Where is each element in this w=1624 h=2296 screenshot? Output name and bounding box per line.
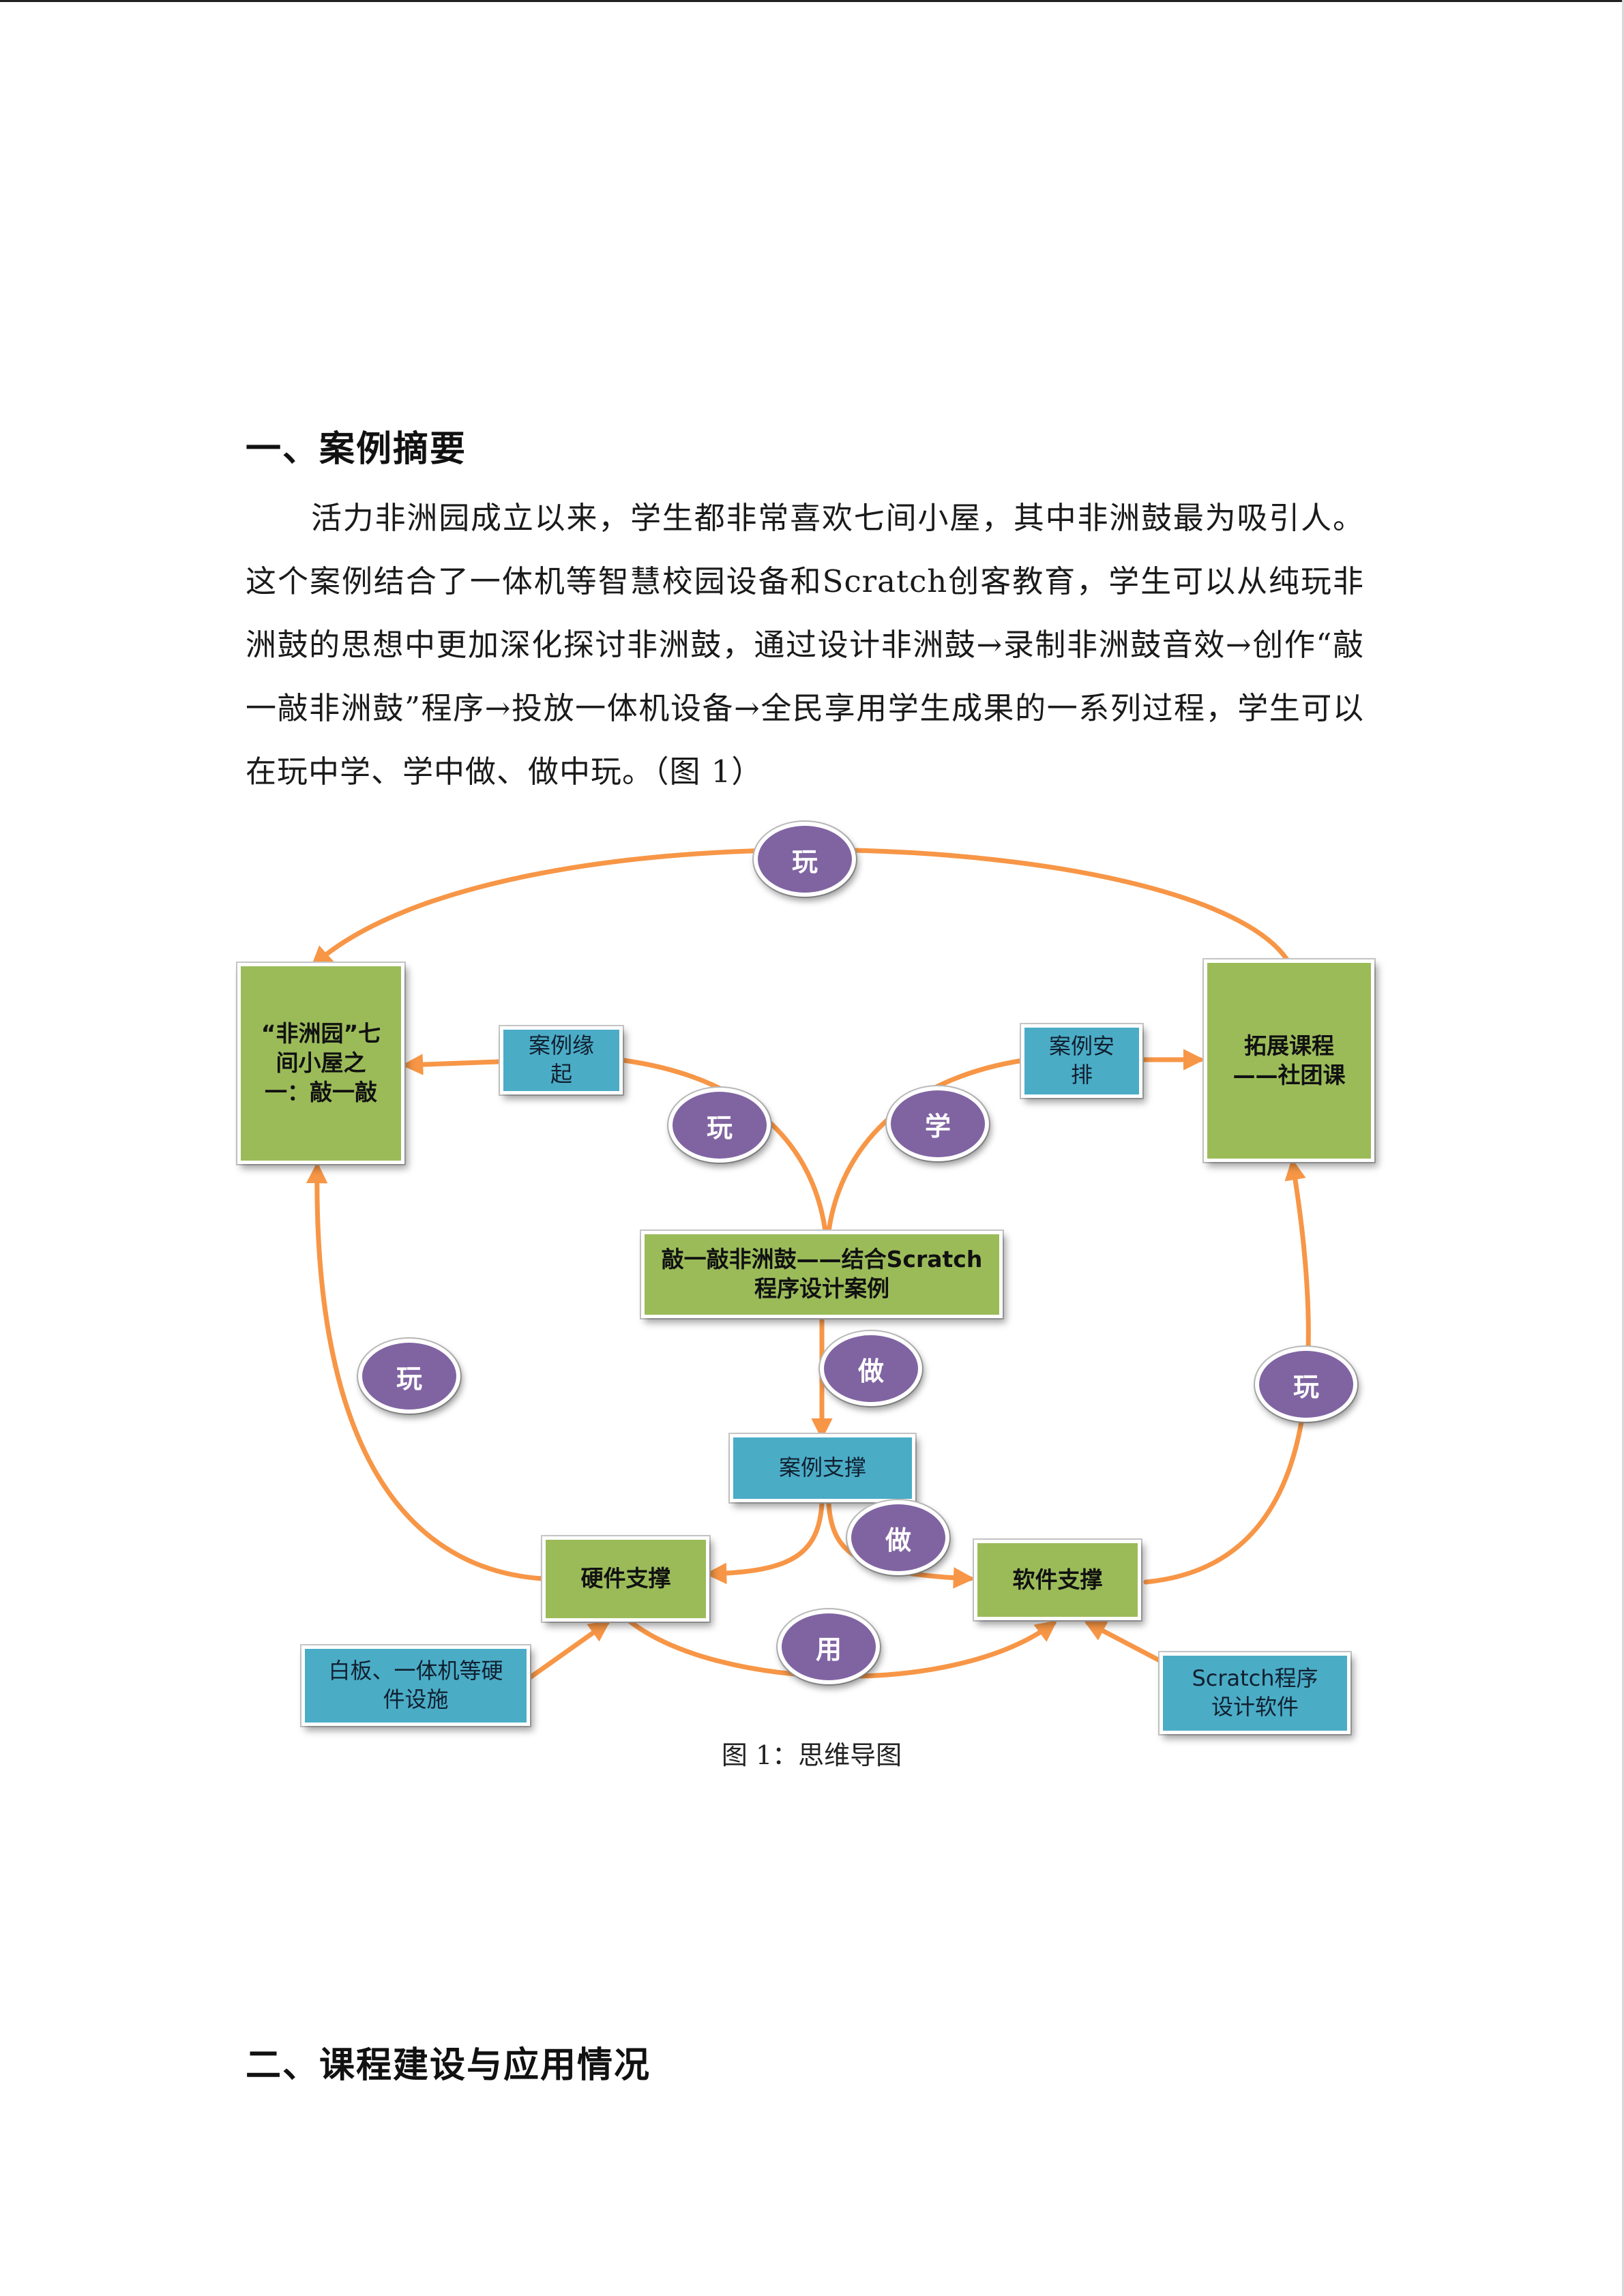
node-hardware-support: 硬件支撑 (542, 1536, 709, 1622)
arrow-sw-items-to-software (1084, 1620, 1162, 1663)
label-oval-right-side: 玩 (1255, 1347, 1357, 1422)
node-software-items: Scratch程序设计软件 (1160, 1652, 1350, 1734)
node-right-main: 拓展课程——社团课 (1204, 959, 1374, 1162)
summary-paragraph: 活力非洲园成立以来，学生都非常喜欢七间小屋，其中非洲鼓最为吸引人。这个案例结合了… (246, 500, 1364, 790)
page-top-border (0, 0, 1624, 2)
label-oval-left-side: 玩 (358, 1339, 460, 1414)
node-case-support: 案例支撑 (730, 1434, 915, 1502)
node-software-support: 软件支撑 (974, 1540, 1141, 1620)
label-oval-top: 玩 (754, 822, 856, 897)
arrow-software-to-right-main (1143, 1158, 1311, 1585)
arrow-hardware-to-left-main (306, 1161, 545, 1581)
label-oval-lower-mid: 做 (847, 1500, 949, 1575)
figure-caption: 图 1：思维导图 (721, 1740, 902, 1770)
section-heading-summary: 一、案例摘要 (246, 429, 467, 470)
node-case-plan: 案例安排 (1021, 1024, 1142, 1098)
node-case-origin: 案例缘起 (500, 1026, 623, 1094)
page-right-border (1622, 0, 1624, 2296)
arrow-hw-items-to-hardware (522, 1620, 611, 1684)
label-oval-bottom: 用 (778, 1609, 880, 1684)
node-center: 敲一敲非洲鼓——结合Scratch程序设计案例 (641, 1231, 1003, 1318)
label-oval-left-upper: 玩 (668, 1088, 771, 1163)
node-hardware-items: 白板、一体机等硬件设施 (301, 1645, 530, 1726)
section-heading-course: 二、课程建设与应用情况 (246, 2045, 651, 2086)
label-oval-right-upper: 学 (887, 1086, 989, 1161)
node-left-main: “非洲园”七间小屋之一：敲一敲 (237, 963, 404, 1164)
arrow-support-to-hardware (705, 1501, 825, 1585)
arrow-origin-to-left-main (401, 1054, 501, 1075)
mind-map-figure: “非洲园”七间小屋之一：敲一敲 拓展课程——社团课 敲一敲非洲鼓——结合Scra… (225, 818, 1398, 1780)
label-oval-center-down: 做 (820, 1331, 922, 1406)
